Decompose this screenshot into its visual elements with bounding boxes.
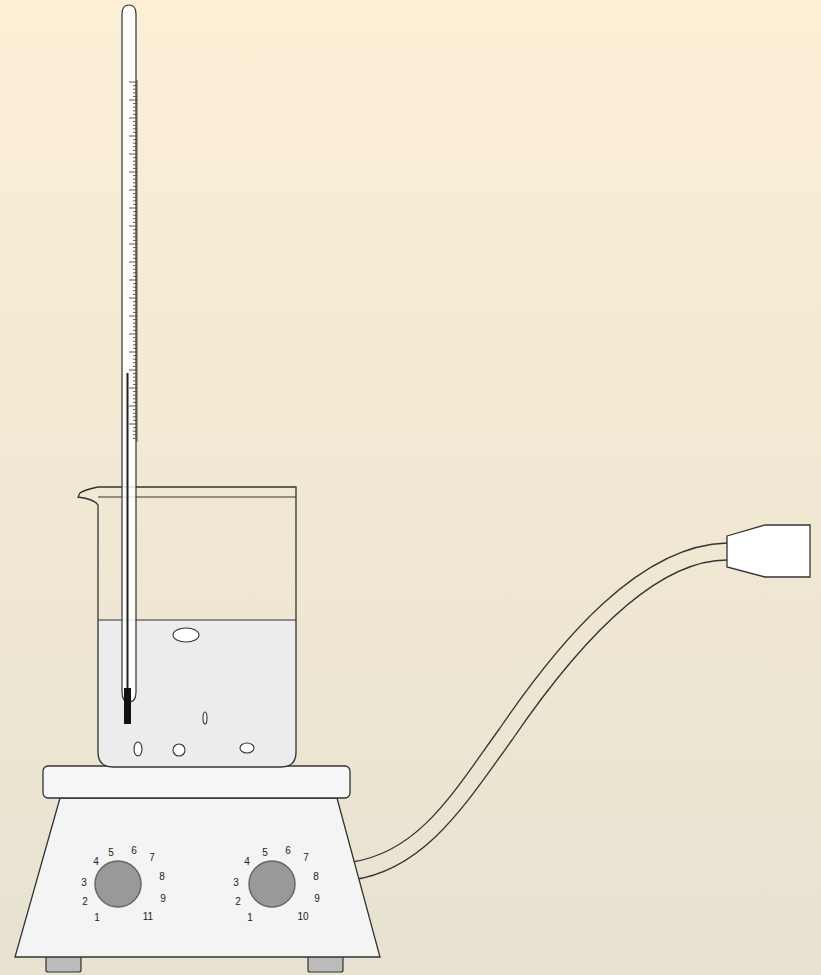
dial-number: 10 [297, 912, 308, 922]
dial-number: 9 [314, 894, 320, 904]
dial-number: 2 [82, 897, 88, 907]
bubbles [134, 628, 254, 756]
dial-number: 6 [285, 846, 291, 856]
dial-number: 4 [93, 857, 99, 867]
power-cord [352, 543, 727, 880]
dial-number: 5 [108, 848, 114, 858]
dial-number: 5 [262, 848, 268, 858]
thermometer [122, 5, 136, 702]
dial-number: 1 [94, 913, 100, 923]
beaker [78, 487, 296, 767]
dial-number: 8 [159, 872, 165, 882]
dial-number: 6 [131, 846, 137, 856]
dial-number: 3 [81, 878, 87, 888]
dial-number: 4 [244, 857, 250, 867]
dial-number: 2 [235, 897, 241, 907]
dial-number: 8 [313, 872, 319, 882]
dial-number: 11 [143, 912, 153, 922]
stir-dial [249, 861, 295, 907]
thermometer-bulb [124, 688, 131, 724]
thermometer-scale [129, 80, 137, 442]
stirrer-base [15, 798, 380, 957]
mercury-column [127, 373, 129, 693]
heat-dial [95, 861, 141, 907]
hot-plate [43, 766, 350, 798]
dial-number: 9 [160, 894, 166, 904]
dial-number: 7 [303, 853, 309, 863]
plug [727, 525, 810, 577]
dial-number: 3 [233, 878, 239, 888]
dial-number: 7 [149, 853, 155, 863]
dial-number: 1 [247, 913, 253, 923]
